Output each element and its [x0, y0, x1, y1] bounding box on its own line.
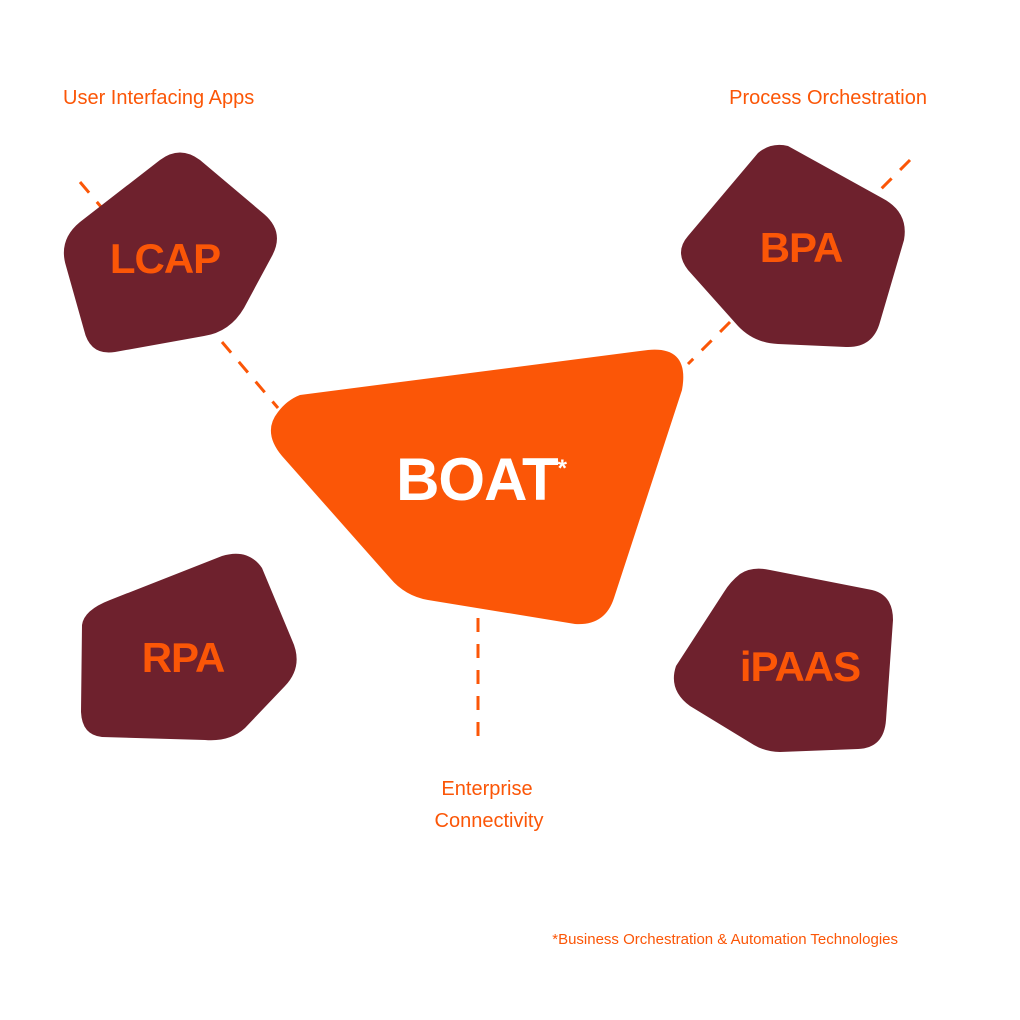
enterprise-connectivity-label-line2: Connectivity — [435, 810, 544, 832]
bpa-node — [681, 144, 905, 348]
enterprise-connectivity-label-line1: Enterprise — [441, 778, 532, 800]
ipaas-label: iPAAS — [740, 643, 860, 690]
process-orchestration-label: Process Orchestration — [729, 87, 927, 109]
footnote: *Business Orchestration & Automation Tec… — [552, 931, 898, 948]
rpa-node — [81, 553, 297, 741]
connector-lcap-boat — [220, 341, 280, 409]
connector-bpa-boat — [686, 320, 732, 366]
rpa-label: RPA — [142, 634, 225, 681]
lcap-node — [63, 152, 277, 353]
boat-label: BOAT* — [396, 446, 568, 513]
bpa-label: BPA — [760, 224, 843, 271]
user-interfacing-apps-label: User Interfacing Apps — [63, 87, 254, 109]
connector-bpa-outer — [874, 158, 912, 196]
boat-node — [270, 349, 684, 625]
lcap-label: LCAP — [110, 235, 220, 282]
connector-lcap-outer — [78, 181, 104, 209]
ipaas-node — [673, 568, 893, 752]
